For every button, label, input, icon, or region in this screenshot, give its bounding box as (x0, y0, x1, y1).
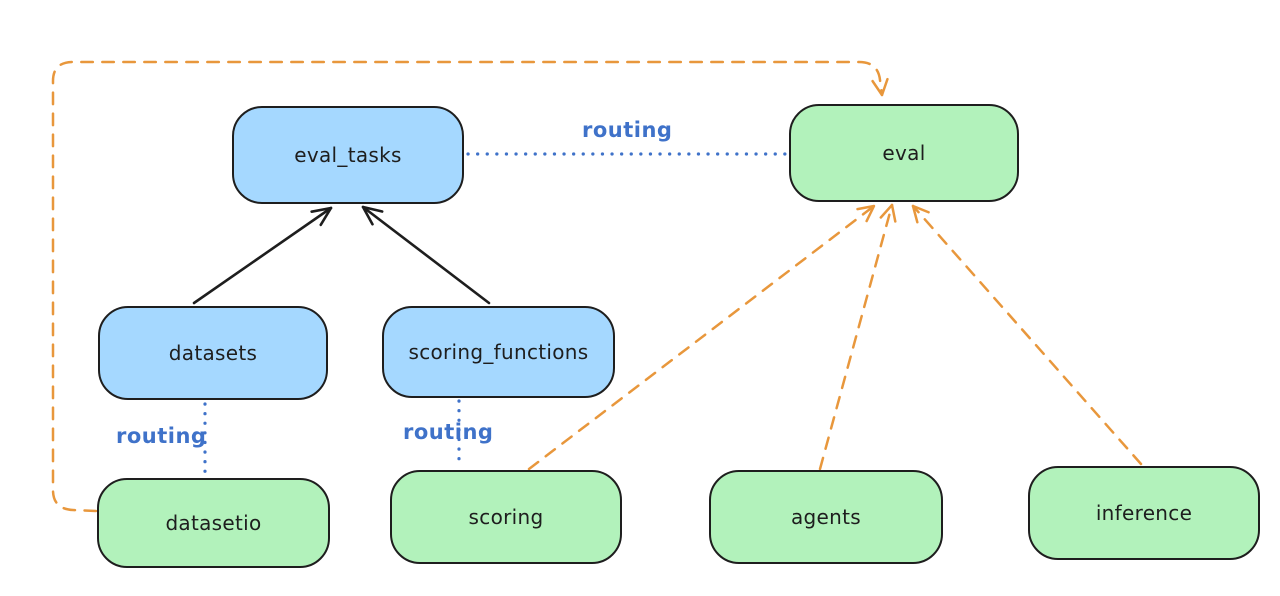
node-agents-label: agents (791, 505, 861, 529)
routing-label-scoring-functions-scoring: routing (403, 420, 494, 444)
node-scoring-functions: scoring_functions (382, 306, 615, 398)
node-datasetio: datasetio (97, 478, 330, 568)
node-datasets-label: datasets (168, 341, 258, 365)
node-eval-tasks: eval_tasks (232, 106, 464, 204)
node-eval: eval (789, 104, 1019, 202)
routing-label-eval-tasks-eval: routing (582, 118, 673, 142)
node-scoring-functions-label: scoring_functions (408, 340, 589, 364)
edge-inference-to-eval (911, 204, 1143, 466)
node-scoring-label: scoring (468, 505, 544, 529)
node-inference-label: inference (1095, 501, 1193, 525)
routing-label-datasets-datasetio: routing (116, 424, 207, 448)
node-datasets: datasets (98, 306, 328, 400)
node-agents: agents (709, 470, 943, 564)
node-scoring: scoring (390, 470, 622, 564)
edge-scoring-functions-to-eval-tasks (361, 205, 491, 305)
node-datasetio-label: datasetio (165, 511, 262, 535)
node-eval-label: eval (882, 141, 926, 165)
edge-agents-to-eval (818, 203, 897, 471)
node-inference: inference (1028, 466, 1260, 560)
node-eval-tasks-label: eval_tasks (294, 143, 402, 167)
edge-datasets-to-eval-tasks (192, 206, 333, 305)
